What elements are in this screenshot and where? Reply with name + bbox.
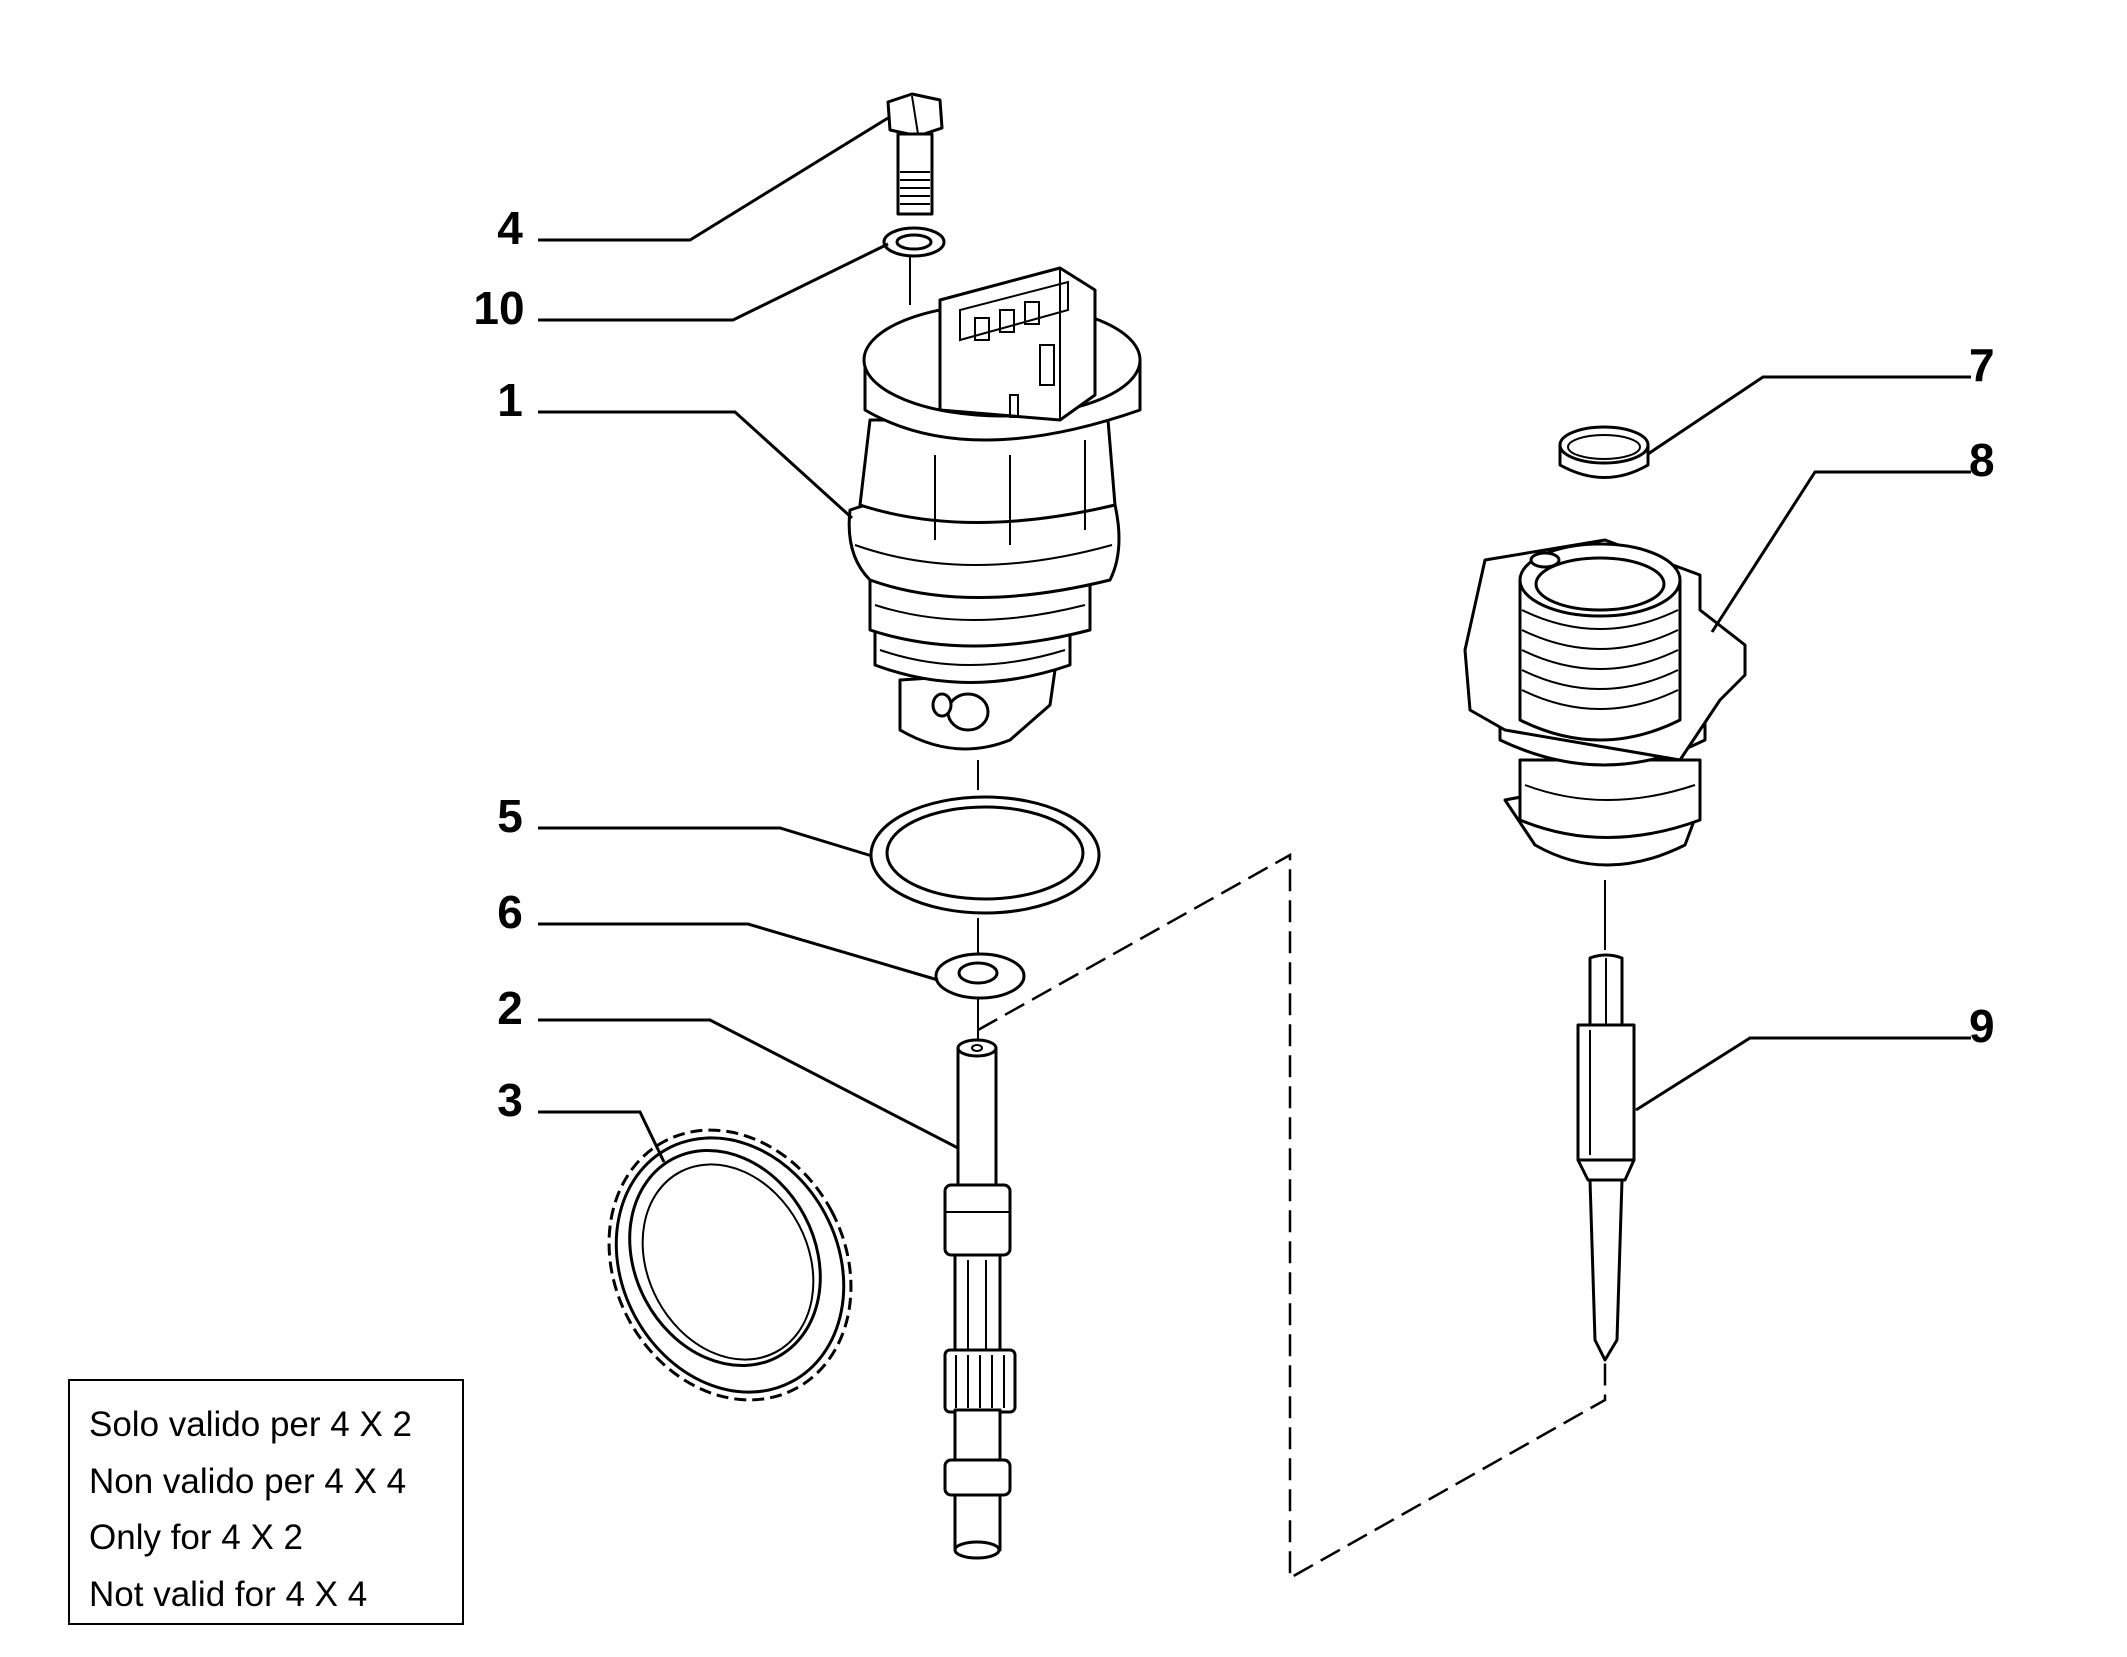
small-ring-part xyxy=(1558,425,1650,479)
pin-part xyxy=(1576,953,1636,1362)
callout-7: 7 xyxy=(1969,339,1995,391)
leader-lines xyxy=(538,116,1971,1163)
o-ring-part xyxy=(869,795,1101,915)
bolt-part xyxy=(886,92,944,216)
drive-shaft-part xyxy=(943,1038,1017,1560)
callout-6: 6 xyxy=(497,886,523,938)
note-line-3: Only for 4 X 2 xyxy=(89,1518,303,1557)
callout-5: 5 xyxy=(497,790,523,842)
small-washer-part xyxy=(882,226,946,258)
note-line-4: Not valid for 4 X 4 xyxy=(89,1574,368,1614)
sensor-body-part xyxy=(847,266,1142,751)
callout-10: 10 xyxy=(473,282,524,334)
adapter-housing-part xyxy=(1463,538,1747,867)
callout-4: 4 xyxy=(497,202,523,254)
tone-ring-part xyxy=(607,1128,853,1402)
callout-8: 8 xyxy=(1969,434,1995,486)
washer-part xyxy=(934,952,1026,1000)
callout-9: 9 xyxy=(1969,1000,1995,1052)
callout-labels: 4 10 1 5 6 2 3 7 8 9 xyxy=(473,202,1994,1126)
note-line-1: Solo valido per 4 X 2 xyxy=(89,1405,412,1444)
callout-1: 1 xyxy=(497,374,523,426)
callout-3: 3 xyxy=(497,1074,523,1126)
assembly-dashed-lines xyxy=(977,852,1607,1581)
callout-2: 2 xyxy=(497,982,523,1034)
note-line-2: Non valido per 4 X 4 xyxy=(89,1461,407,1501)
applicability-note: Solo valido per 4 X 2 Non valido per 4 X… xyxy=(68,1379,464,1625)
